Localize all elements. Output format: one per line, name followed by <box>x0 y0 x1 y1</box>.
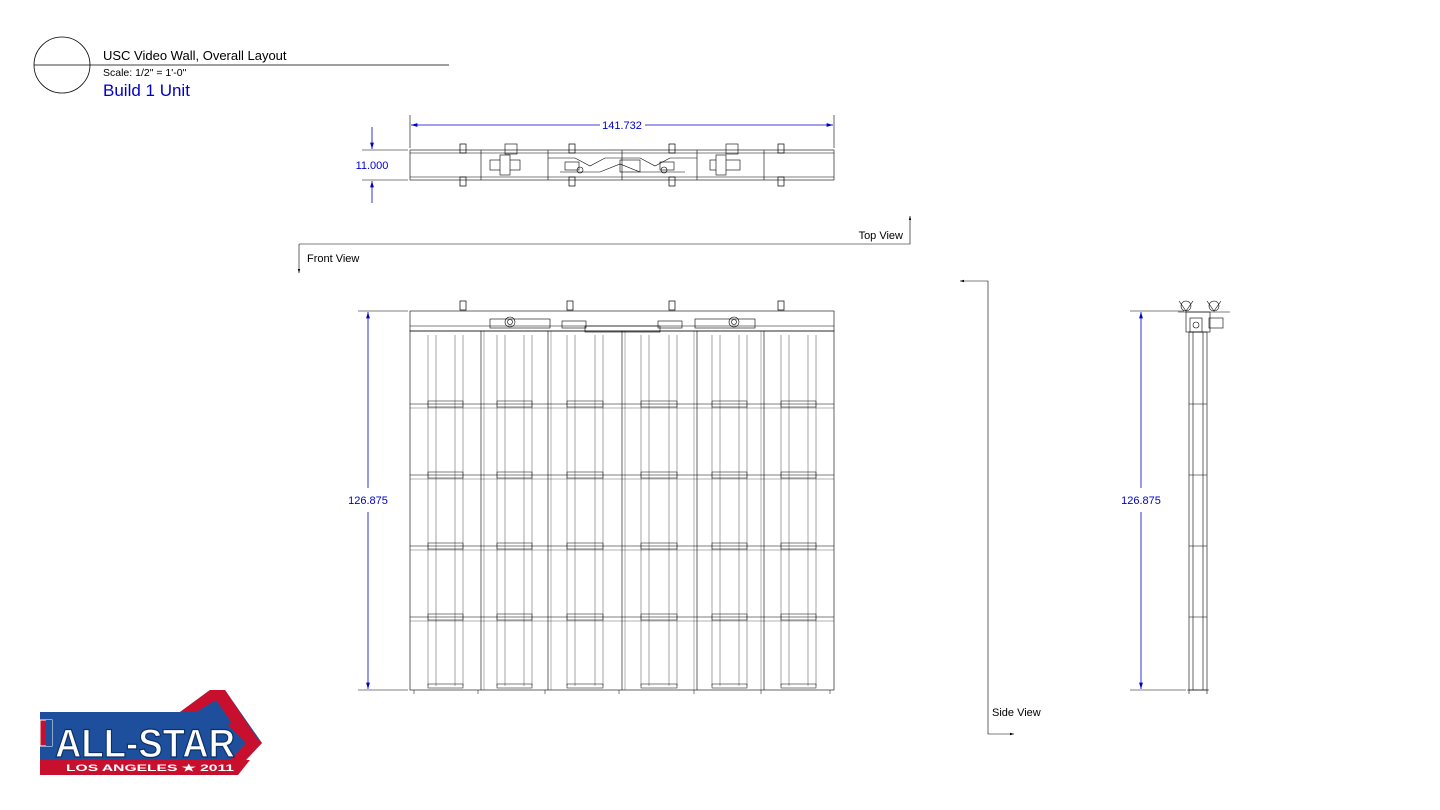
front-view <box>409 300 835 694</box>
top-view-callout: Top View <box>299 216 912 245</box>
side-height-label: 126.875 <box>1121 495 1161 507</box>
front-view-label: Front View <box>307 253 359 265</box>
drawing-title: USC Video Wall, Overall Layout <box>103 48 287 63</box>
side-height-dimension: 126.875 <box>1121 310 1186 691</box>
side-view-label: Side View <box>992 707 1041 719</box>
logo-sub-text: LOS ANGELES ★ 2011 <box>66 763 235 774</box>
top-view-label: Top View <box>859 230 903 242</box>
front-height-dimension: 126.875 <box>348 310 408 691</box>
drawing-scale: Scale: 1/2" = 1'-0" <box>103 67 187 79</box>
top-depth-label: 11.000 <box>356 160 389 172</box>
top-depth-dimension: 11.000 <box>356 127 408 203</box>
drawing-subtitle: Build 1 Unit <box>103 81 190 100</box>
top-width-label: 141.732 <box>602 120 642 132</box>
top-view <box>409 143 835 187</box>
front-height-label: 126.875 <box>348 495 388 507</box>
logo-main-text: ALL-STAR <box>55 722 235 766</box>
front-view-callout: Front View <box>297 244 359 273</box>
side-view <box>1178 300 1230 694</box>
allstar-logo: ALL-STAR LOS ANGELES ★ 2011 <box>39 690 262 775</box>
side-view-callout: Side View <box>960 279 1041 736</box>
title-block: USC Video Wall, Overall Layout Scale: 1/… <box>33 36 449 100</box>
top-width-dimension: 141.732 <box>409 115 835 148</box>
